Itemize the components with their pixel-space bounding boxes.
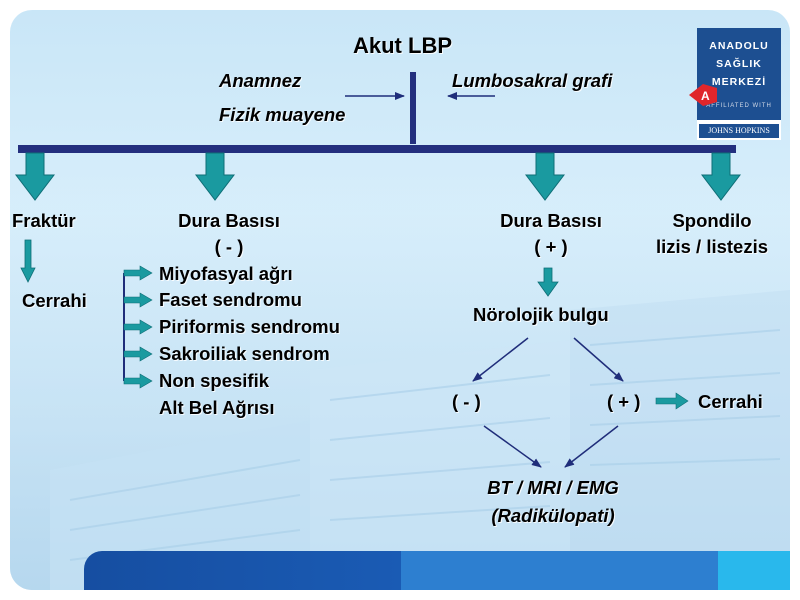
bottom-color-band (84, 551, 790, 590)
logo-line-2: SAĞLIK (716, 58, 762, 70)
dura-neg-label-line2: ( - ) (214, 236, 244, 257)
fracture-result: Cerrahi (22, 290, 87, 311)
input-fizik-muayene: Fizik muayene (219, 104, 346, 125)
arrow-to-pos (573, 337, 624, 382)
dura-neg-item: Piriformis sendromu (159, 316, 340, 337)
down-arrow-dura-pos (524, 152, 566, 201)
arrow-dura-pos-to-norolojik (537, 267, 559, 297)
page-title: Akut LBP (353, 33, 452, 58)
dura-pos-label-line1: Dura Basısı (500, 210, 602, 231)
pos-label: ( + ) (607, 391, 641, 412)
vertical-divider (410, 72, 416, 144)
logo-partner-name: JOHNS HOPKINS (708, 126, 770, 135)
logo-affiliation: AFFILIATED WITH (706, 103, 772, 109)
spondy-label-line1: Spondilo (672, 210, 752, 231)
background-building-image (10, 170, 790, 590)
input-anamnez: Anamnez (219, 70, 302, 91)
bracket-dura-neg (123, 265, 153, 389)
slide-background (10, 10, 790, 590)
arrow-to-neg (472, 337, 529, 382)
arrow-neg-to-bt (483, 425, 542, 468)
dura-pos-label-line2: ( + ) (534, 236, 568, 257)
logo-line-1: ANADOLU (709, 40, 769, 52)
arrow-fracture-to-cerrahi (20, 239, 36, 283)
dura-neg-item: Sakroiliak sendrom (159, 343, 330, 364)
logo-block: ANADOLU SAĞLIK MERKEZİ AFFILIATED WITH (697, 28, 781, 120)
bottom-band-middle (401, 551, 718, 590)
arrow-pos-to-cerrahi (655, 392, 689, 410)
dura-neg-item: Miyofasyal ağrı (159, 263, 293, 284)
dura-neg-item: Non spesifik (159, 370, 269, 391)
down-arrow-spondy (700, 152, 742, 201)
final-line-1: BT / MRI / EMG (487, 477, 619, 498)
bottom-band-right (718, 551, 790, 590)
logo-emblem-icon: A (689, 84, 717, 106)
logo-line-3: MERKEZİ (711, 76, 767, 88)
final-line-2: (Radikülopati) (491, 505, 615, 526)
down-arrow-dura-neg (194, 152, 236, 201)
pos-result-cerrahi: Cerrahi (698, 391, 763, 412)
fracture-label: Fraktür (12, 210, 76, 231)
hospital-logo: ANADOLU SAĞLIK MERKEZİ AFFILIATED WITH J… (689, 28, 781, 140)
arrow-pos-to-bt (564, 425, 619, 468)
spondy-label-line2: lizis / listezis (655, 236, 769, 257)
norolojik-bulgu: Nörolojik bulgu (473, 304, 609, 325)
input-lumbosakral-grafi: Lumbosakral grafi (452, 70, 613, 91)
dura-neg-label-line1: Dura Basısı (178, 210, 280, 231)
down-arrow-fracture (14, 152, 56, 201)
svg-text:A: A (701, 89, 710, 103)
main-horizontal-bar (18, 145, 736, 153)
dura-neg-last-line: Alt Bel Ağrısı (159, 397, 275, 418)
logo-partner: JOHNS HOPKINS (699, 124, 779, 138)
neg-label: ( - ) (452, 391, 481, 412)
dura-neg-item: Faset sendromu (159, 289, 302, 310)
